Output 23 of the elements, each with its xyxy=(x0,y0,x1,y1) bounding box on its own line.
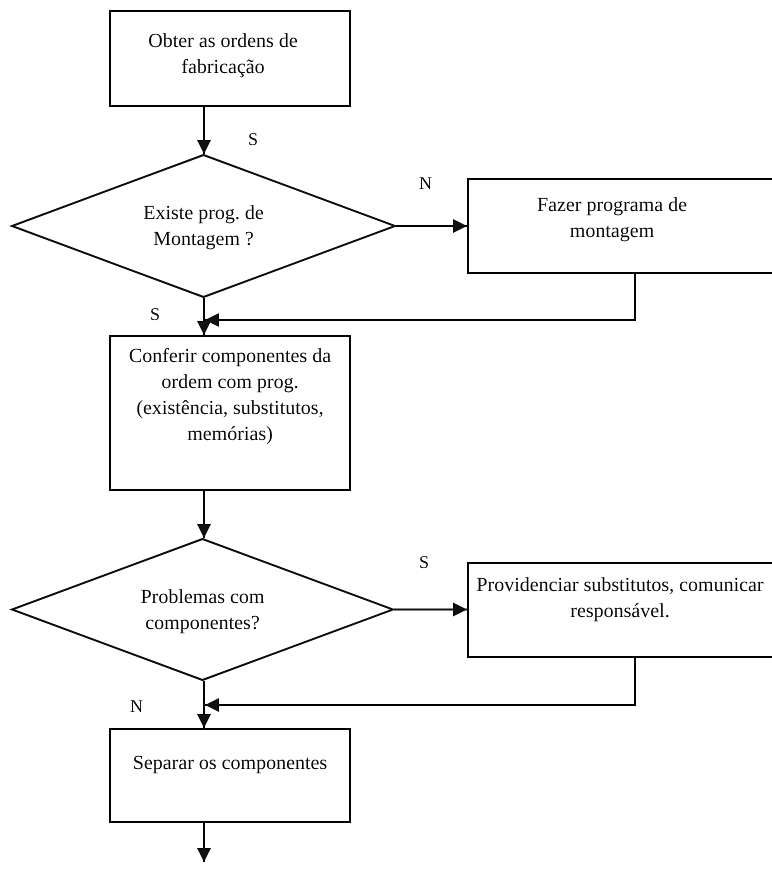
arrow xyxy=(205,658,636,712)
arrow xyxy=(394,602,467,616)
node-text: Problemas com componentes? xyxy=(140,584,266,636)
arrow xyxy=(197,823,211,862)
process-box xyxy=(109,728,351,823)
node-text: Providenciar substitutos, comunicar responsável. xyxy=(475,573,765,624)
node-text: Conferir componentes da ordem com prog. (existência, substitutos, memórias) xyxy=(128,344,332,447)
node-text: Separar os componentes xyxy=(132,751,328,776)
node-text: Obter as ordens de fabricação xyxy=(147,29,299,80)
process-box xyxy=(109,335,351,491)
node-text: Fazer programa de montagem xyxy=(536,193,688,244)
arrow xyxy=(197,107,211,154)
process-box xyxy=(109,10,351,107)
process-box xyxy=(467,562,772,658)
arrow xyxy=(197,491,211,538)
arrow xyxy=(197,681,211,728)
arrow xyxy=(197,298,211,335)
process-box xyxy=(467,178,772,274)
node-text: Existe prog. de Montagem ? xyxy=(142,201,265,252)
decision-diamond xyxy=(11,538,394,681)
arrow xyxy=(396,219,467,233)
decision-diamond xyxy=(11,154,396,298)
arrow xyxy=(205,274,636,327)
